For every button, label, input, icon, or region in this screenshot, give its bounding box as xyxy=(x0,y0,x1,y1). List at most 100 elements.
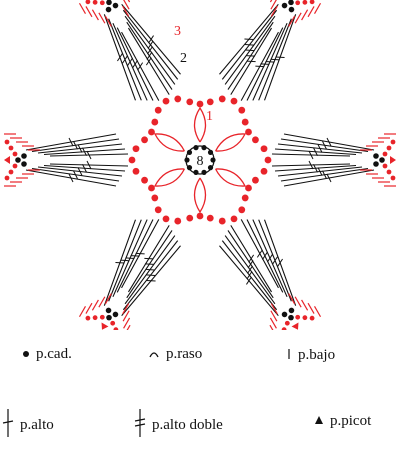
stitch-bar xyxy=(127,57,133,66)
tick xyxy=(269,317,277,329)
stitch-bar xyxy=(245,49,255,52)
chain-dot xyxy=(245,184,252,192)
stitch-bar xyxy=(322,170,327,179)
stitch-bar xyxy=(247,260,254,269)
stitch-bar xyxy=(144,257,154,260)
legend-label-single: p.bajo xyxy=(298,347,336,363)
legend-item-treble: p.alto doble xyxy=(134,408,223,443)
tick xyxy=(270,5,278,17)
tick xyxy=(288,15,296,27)
chain-dot xyxy=(201,145,207,151)
chain-dot xyxy=(386,145,392,151)
stitch-bar xyxy=(255,65,265,68)
chain-dot xyxy=(141,136,148,144)
stitch-bar xyxy=(77,144,83,153)
chain-dot xyxy=(113,327,119,330)
chain-dot xyxy=(218,217,226,225)
slip-stitch-arc-icon xyxy=(148,346,160,363)
stitch-bar xyxy=(132,60,138,69)
stitch-bar xyxy=(146,274,156,276)
stitch-bar xyxy=(146,51,153,60)
stitch-bar xyxy=(125,257,135,259)
chain-dot xyxy=(132,145,140,153)
tick xyxy=(122,303,130,315)
tick xyxy=(123,0,130,10)
stitch-bar xyxy=(322,141,327,150)
stitch-bar xyxy=(248,254,255,263)
chain-dot xyxy=(85,0,91,5)
chain-dot xyxy=(15,157,21,163)
tick xyxy=(91,9,99,21)
chain-dot xyxy=(281,311,288,318)
stitch-bar xyxy=(267,254,273,263)
chain-dot xyxy=(21,153,27,159)
chain-dot-icon xyxy=(22,346,30,363)
chain-dot xyxy=(210,157,216,163)
diagram-inner-petals xyxy=(153,106,247,214)
inner-petal xyxy=(153,133,185,152)
chain-dot xyxy=(148,184,155,192)
chain-dot xyxy=(288,6,295,13)
chain-dot xyxy=(390,175,396,181)
stitch-bar xyxy=(246,55,256,57)
diagram-labels: 123 xyxy=(174,24,213,124)
stitch-bar xyxy=(82,164,87,173)
diagram-center: 8 xyxy=(184,145,216,175)
stitch-bar xyxy=(246,276,252,285)
stitch-bar xyxy=(135,252,145,255)
tick xyxy=(85,6,93,18)
chain-dot xyxy=(151,194,159,202)
stitch-bar xyxy=(145,57,152,66)
double-crochet-icon xyxy=(2,408,14,443)
chain-dot xyxy=(85,315,91,321)
picot-triangle xyxy=(101,322,109,330)
chain-dot xyxy=(193,169,199,175)
tick xyxy=(122,310,130,322)
chain-dot xyxy=(201,169,207,175)
chain-dot xyxy=(106,0,112,6)
chain-dot xyxy=(207,165,214,171)
chain-dot xyxy=(281,2,288,9)
chain-dot xyxy=(4,139,10,145)
stitch-bar xyxy=(82,147,87,156)
chain-dot xyxy=(309,0,315,5)
stitch-bar xyxy=(262,251,268,260)
stitch-bar xyxy=(265,61,275,63)
chain-dot xyxy=(186,149,193,155)
stitch-bar xyxy=(86,150,92,160)
legend-item-slip: p.raso xyxy=(148,346,202,363)
chain-dot xyxy=(162,215,170,223)
tick xyxy=(270,303,278,315)
stitch-bar xyxy=(313,147,318,156)
chain-dot xyxy=(184,157,190,163)
stitch-bar xyxy=(117,53,123,62)
chain-dot xyxy=(260,145,268,153)
stitch-bar xyxy=(86,160,92,170)
chain-dot xyxy=(207,149,214,155)
inner-petal xyxy=(153,168,185,187)
chain-dot xyxy=(99,314,105,320)
chain-dot xyxy=(206,214,214,222)
stitch-bar xyxy=(256,249,263,258)
stitch-bar xyxy=(246,60,256,63)
chain-dot xyxy=(99,0,105,6)
spoke xyxy=(219,0,322,101)
chain-dot xyxy=(151,118,159,126)
stitch-bar xyxy=(260,63,270,65)
tick xyxy=(85,302,93,314)
spoke xyxy=(219,219,322,330)
chain-dot xyxy=(196,212,204,220)
chain-dot xyxy=(302,315,308,321)
chain-dot xyxy=(128,156,136,164)
chain-dot xyxy=(288,307,295,314)
stitch-bar xyxy=(317,167,323,176)
chain-dot xyxy=(21,161,27,167)
chain-dot xyxy=(8,169,14,175)
chain-dot xyxy=(281,327,287,330)
stitch-bar xyxy=(144,263,154,265)
chain-dot xyxy=(162,97,170,105)
stitch-bar xyxy=(247,265,253,274)
stitch-bar xyxy=(147,46,153,55)
stitch-bar xyxy=(270,58,280,61)
chain-dot xyxy=(4,175,10,181)
